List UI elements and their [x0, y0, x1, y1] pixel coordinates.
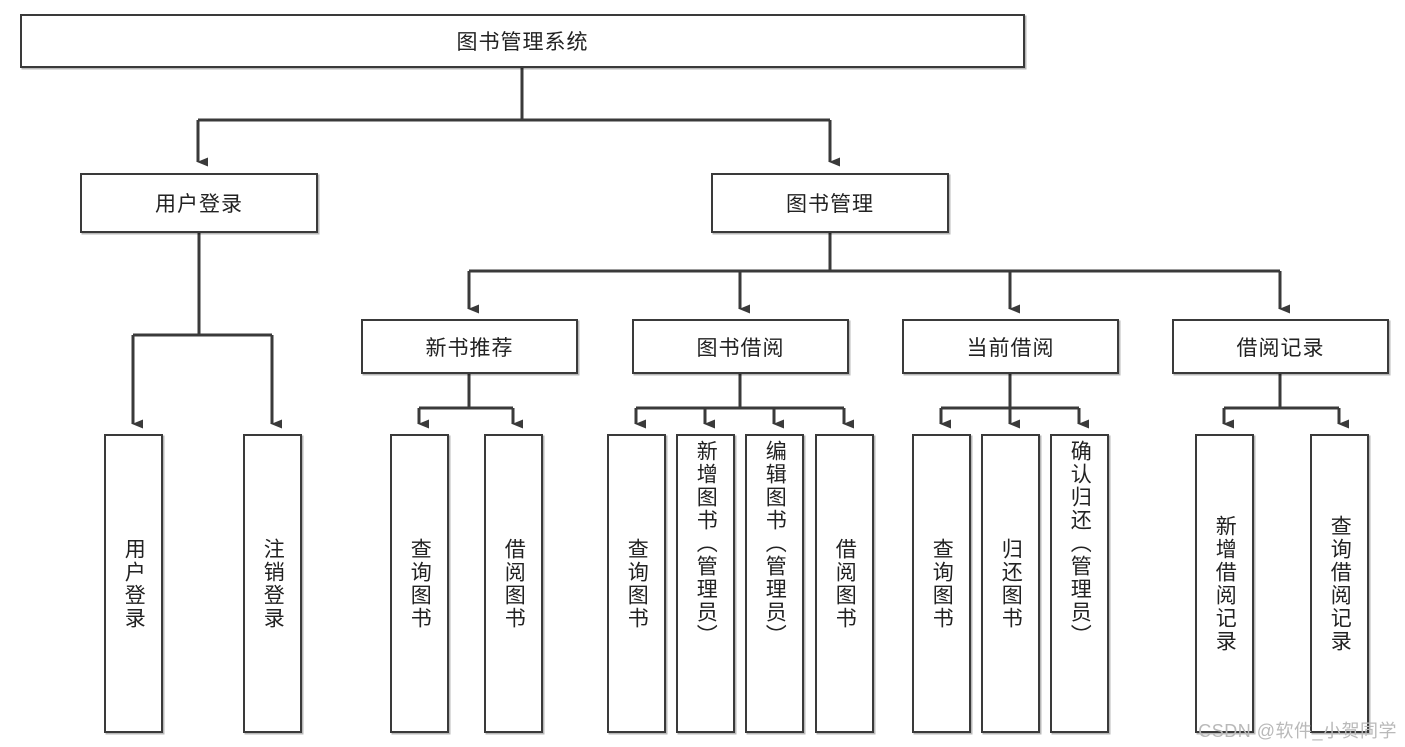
node-label: 查询图书 [625, 537, 649, 630]
node-label: 图书管理 [786, 193, 874, 216]
watermark: CSDN @软件_小贺同学 [1198, 721, 1397, 741]
node-label: 编辑图书（管理员） [763, 440, 787, 647]
node-user-login[interactable]: 用户登录 [80, 173, 318, 233]
leaf-current-return-book[interactable]: 归还图书 [981, 434, 1040, 733]
node-label: 注销登录 [261, 537, 285, 630]
node-label: 新增借阅记录 [1213, 514, 1237, 653]
node-label: 图书借阅 [696, 336, 785, 360]
node-label: 当前借阅 [966, 336, 1055, 360]
node-label: 用户登录 [122, 537, 146, 630]
node-label: 确认归还（管理员） [1068, 440, 1092, 647]
leaf-record-add-borrow-record[interactable]: 新增借阅记录 [1195, 434, 1254, 733]
leaf-record-query-borrow-record[interactable]: 查询借阅记录 [1310, 434, 1369, 733]
leaf-new-book-borrow[interactable]: 借阅图书 [484, 434, 543, 733]
node-label: 查询借阅记录 [1328, 514, 1352, 653]
node-label: 图书管理系统 [456, 31, 589, 54]
leaf-current-confirm-return-admin[interactable]: 确认归还（管理员） [1050, 434, 1109, 733]
leaf-current-query-book[interactable]: 查询图书 [912, 434, 971, 733]
leaf-borrow-query-book[interactable]: 查询图书 [607, 434, 666, 733]
node-current-borrow[interactable]: 当前借阅 [902, 319, 1119, 374]
node-label: 查询图书 [930, 537, 954, 630]
node-label: 查询图书 [408, 537, 432, 630]
leaf-new-book-query[interactable]: 查询图书 [390, 434, 449, 733]
node-label: 归还图书 [999, 537, 1023, 630]
node-book-borrow[interactable]: 图书借阅 [632, 319, 849, 374]
leaf-borrow-add-book-admin[interactable]: 新增图书（管理员） [676, 434, 735, 733]
node-new-book-recommend[interactable]: 新书推荐 [361, 319, 578, 374]
node-book-management-system[interactable]: 图书管理系统 [20, 14, 1025, 68]
node-label: 借阅图书 [502, 537, 526, 630]
leaf-borrow-borrow-book[interactable]: 借阅图书 [815, 434, 874, 733]
node-borrow-record[interactable]: 借阅记录 [1172, 319, 1389, 374]
node-label: 借阅记录 [1236, 336, 1325, 360]
node-label: 借阅图书 [833, 537, 857, 630]
node-label: 新书推荐 [425, 336, 514, 360]
leaf-user-login-signin[interactable]: 用户登录 [104, 434, 163, 733]
node-book-management[interactable]: 图书管理 [711, 173, 949, 233]
node-label: 新增图书（管理员） [694, 440, 718, 647]
leaf-borrow-edit-book-admin[interactable]: 编辑图书（管理员） [745, 434, 804, 733]
leaf-user-login-signout[interactable]: 注销登录 [243, 434, 302, 733]
node-label: 用户登录 [155, 193, 243, 216]
